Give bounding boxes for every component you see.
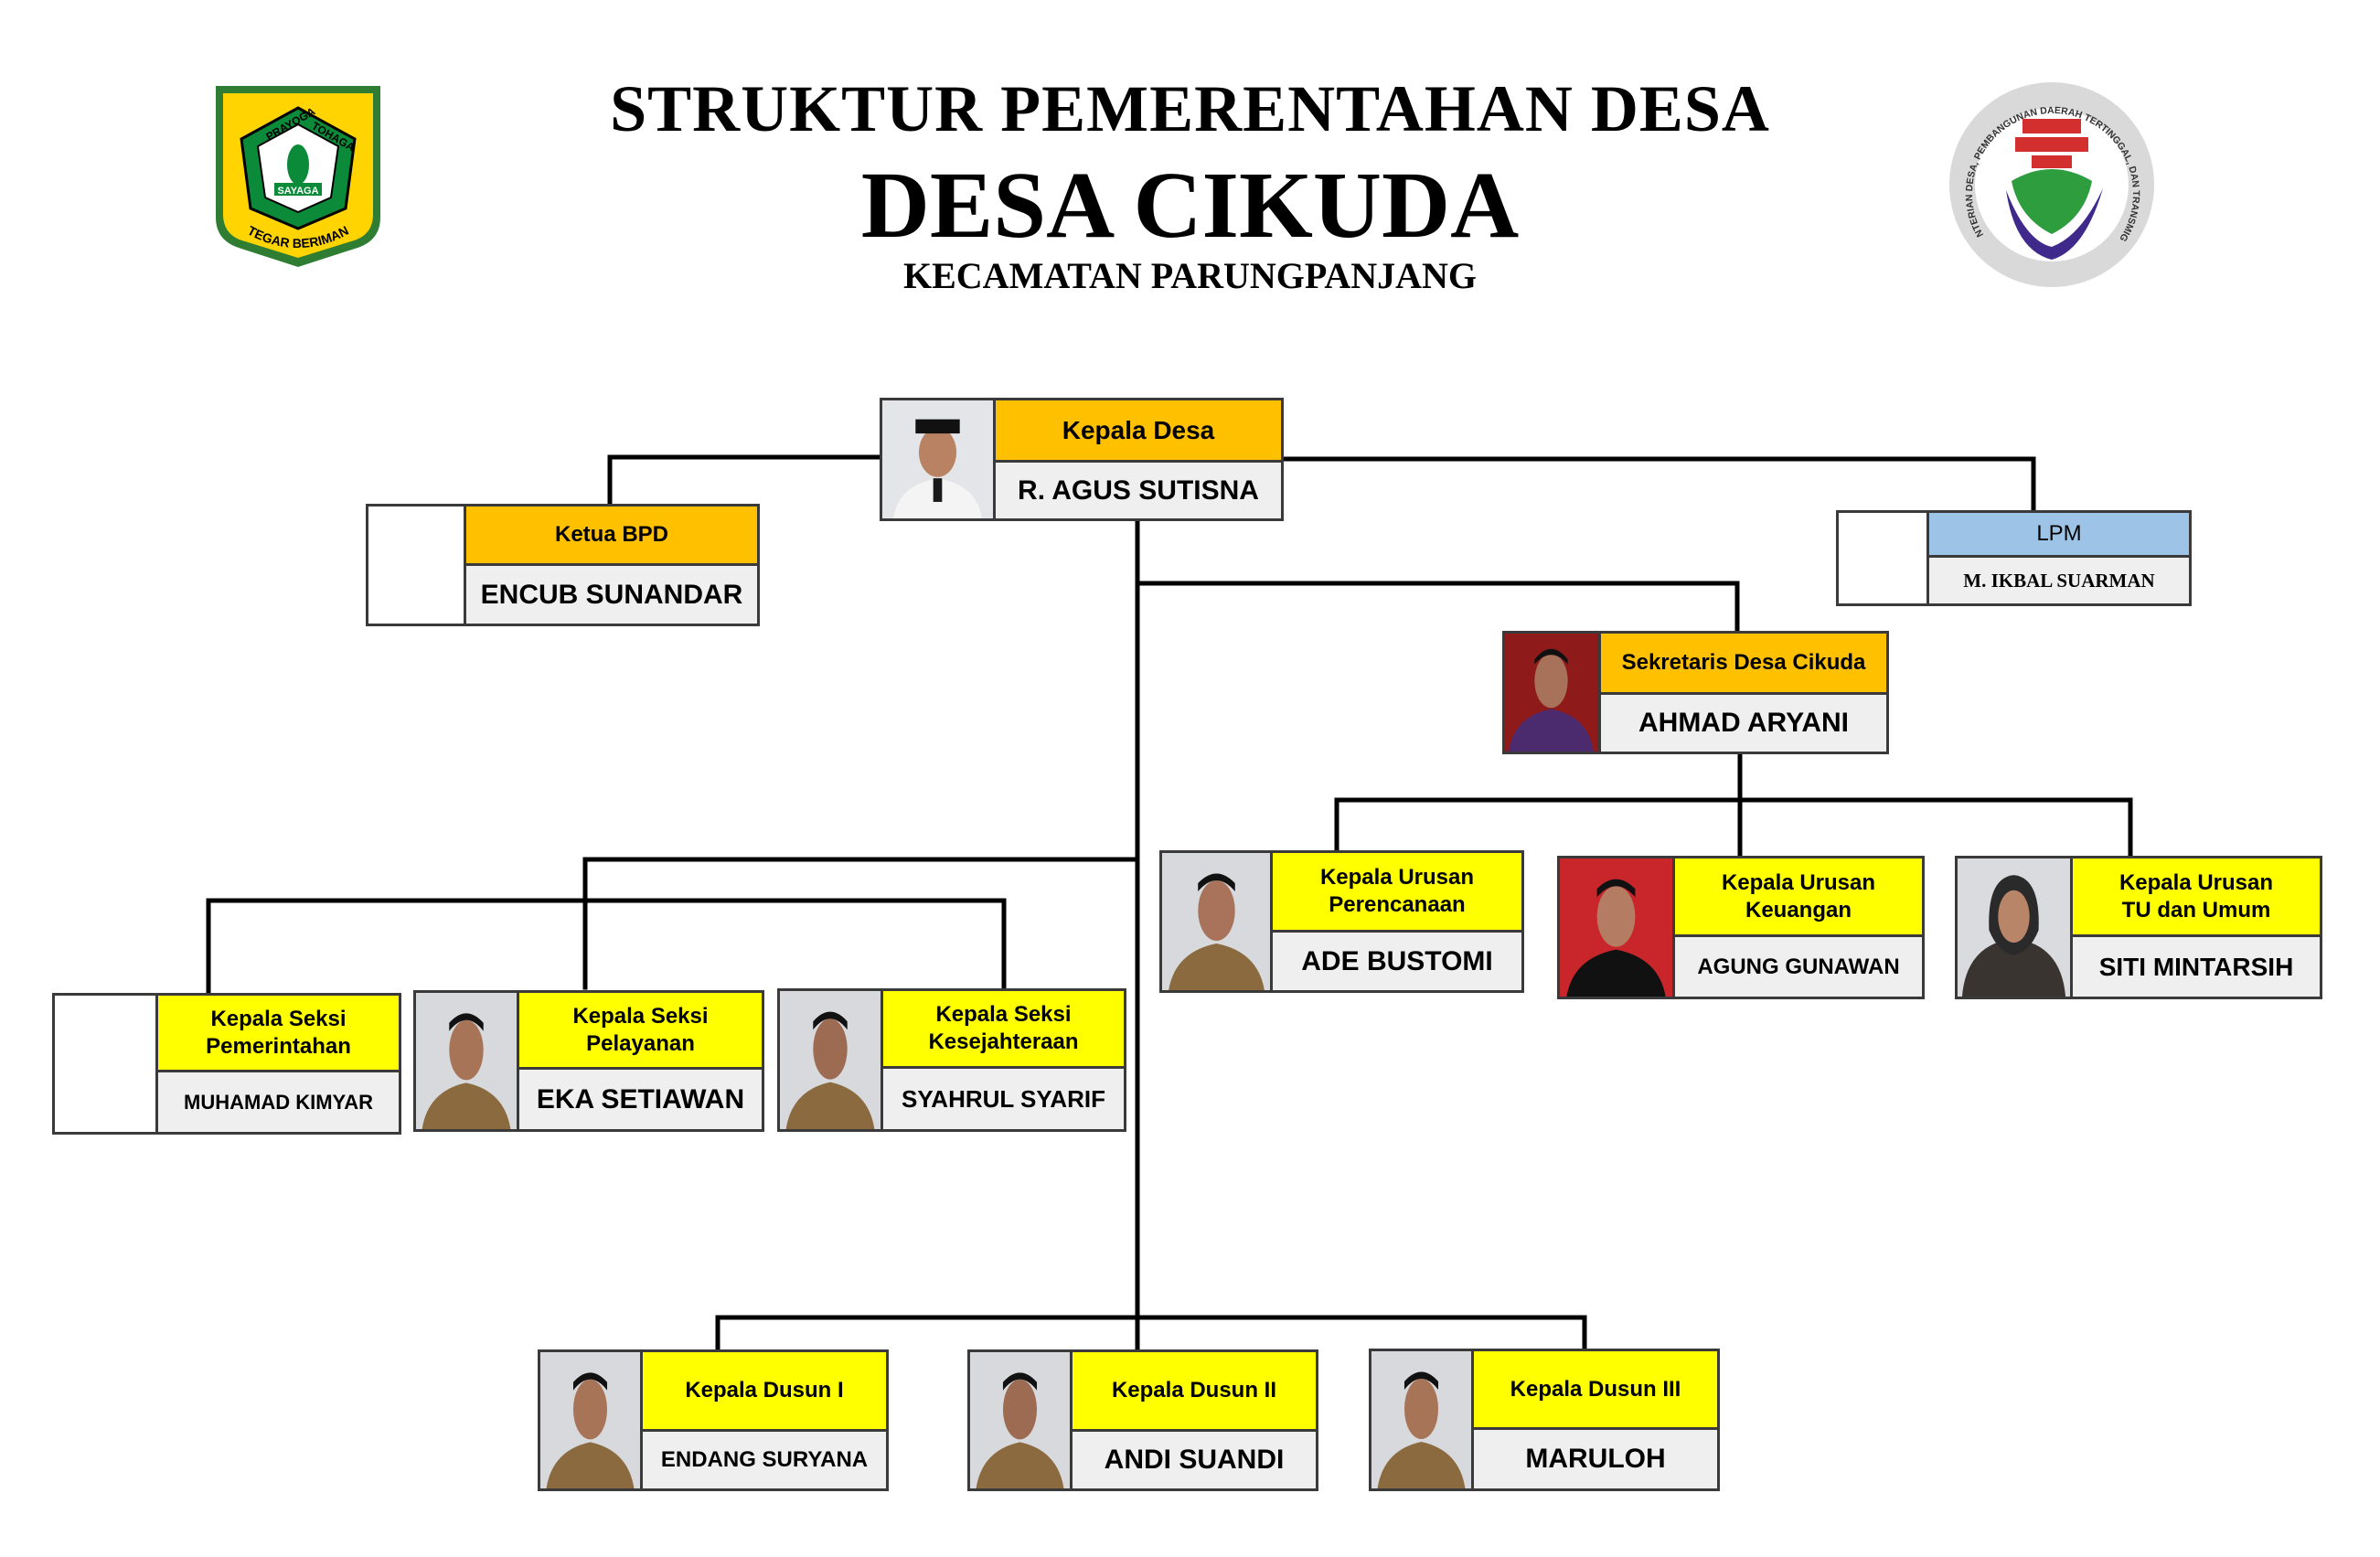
seksi-kesejahteraan-title: Kepala Seksi Kesejahteraan	[880, 988, 1126, 1069]
urusan-tu-umum-name: SITI MINTARSIH	[2070, 937, 2322, 999]
urusan-tu-umum-title: Kepala Urusan TU dan Umum	[2070, 856, 2322, 937]
dusun-3-photo	[1369, 1349, 1474, 1491]
urusan-keuangan-name: AGUNG GUNAWAN	[1672, 937, 1925, 999]
dusun-1-photo	[538, 1349, 643, 1491]
dusun-3-name: MARULOH	[1471, 1430, 1720, 1491]
dusun-2-name: ANDI SUANDI	[1070, 1432, 1318, 1491]
sekretaris-photo	[1502, 631, 1600, 754]
chart-title: STRUKTUR PEMERENTAHAN DESA	[610, 72, 1770, 145]
urusan-tu-umum-photo	[1955, 856, 2073, 999]
dusun-3-title: Kepala Dusun III	[1471, 1349, 1720, 1430]
district-subtitle: KECAMATAN PARUNGPANJANG	[903, 255, 1477, 296]
seksi-pemerintahan-name: MUHAMAD KIMYAR	[155, 1072, 401, 1135]
urusan-keuangan-photo	[1557, 856, 1675, 999]
ketua-bpd-title: Ketua BPD	[464, 504, 760, 566]
dusun-box: Kepala Dusun I ENDANG SURYANA	[538, 1349, 889, 1491]
ministry-village-emblem-icon: KEMENTERIAN DESA, PEMBANGUNAN DAERAH TER…	[1944, 72, 2156, 289]
seksi-box: Kepala Seksi Pelayanan EKA SETIAWAN	[413, 990, 764, 1132]
urusan-keuangan-title: Kepala Urusan Keuangan	[1672, 856, 1925, 937]
lpm-name: M. IKBAL SUARMAN	[1926, 558, 2192, 606]
kepala-desa-box: Kepala Desa R. AGUS SUTISNA	[880, 398, 1284, 521]
dusun-box: Kepala Dusun III MARULOH	[1369, 1349, 1720, 1491]
sekretaris-title: Sekretaris Desa Cikuda	[1598, 631, 1889, 695]
urusan-box: Kepala Urusan TU dan Umum SITI MINTARSIH	[1955, 856, 2322, 999]
seksi-pelayanan-name: EKA SETIAWAN	[517, 1070, 764, 1132]
lpm-photo-placeholder	[1836, 510, 1929, 606]
seksi-box: Kepala Seksi Pemerintahan MUHAMAD KIMYAR	[52, 993, 401, 1135]
seksi-kesejahteraan-photo	[777, 988, 883, 1132]
urusan-perencanaan-photo	[1159, 850, 1274, 993]
ketua-bpd-photo-placeholder	[366, 504, 466, 626]
seksi-pelayanan-photo	[413, 990, 519, 1132]
seksi-box: Kepala Seksi Kesejahteraan SYAHRUL SYARI…	[777, 988, 1126, 1132]
lpm-title: LPM	[1926, 510, 2192, 558]
ketua-bpd-box: Ketua BPD ENCUB SUNANDAR	[366, 504, 760, 626]
urusan-perencanaan-name: ADE BUSTOMI	[1270, 933, 1524, 993]
urusan-box: Kepala Urusan Keuangan AGUNG GUNAWAN	[1557, 856, 1925, 999]
seksi-pemerintahan-title: Kepala Seksi Pemerintahan	[155, 993, 401, 1072]
dusun-2-title: Kepala Dusun II	[1070, 1349, 1318, 1432]
sekretaris-box: Sekretaris Desa Cikuda AHMAD ARYANI	[1502, 631, 1889, 754]
kepala-desa-photo	[880, 398, 996, 521]
dusun-1-title: Kepala Dusun I	[640, 1349, 889, 1432]
dusun-1-name: ENDANG SURYANA	[640, 1432, 889, 1491]
dusun-2-photo	[967, 1349, 1073, 1491]
seksi-pelayanan-title: Kepala Seksi Pelayanan	[517, 990, 764, 1070]
ketua-bpd-name: ENCUB SUNANDAR	[464, 566, 760, 626]
svg-text:SAYAGA: SAYAGA	[277, 186, 318, 197]
kepala-desa-name: R. AGUS SUTISNA	[993, 463, 1284, 521]
dusun-box: Kepala Dusun II ANDI SUANDI	[967, 1349, 1318, 1491]
bogor-regency-emblem-icon: SAYAGA PRAYOGA TOHAGA TEGAR BERIMAN	[208, 80, 388, 269]
urusan-box: Kepala Urusan Perencanaan ADE BUSTOMI	[1159, 850, 1524, 993]
kepala-desa-title: Kepala Desa	[993, 398, 1284, 463]
seksi-pemerintahan-photo-placeholder	[52, 993, 158, 1135]
seksi-kesejahteraan-name: SYAHRUL SYARIF	[880, 1069, 1126, 1132]
village-title: DESA CIKUDA	[860, 153, 1520, 258]
sekretaris-name: AHMAD ARYANI	[1598, 695, 1889, 754]
urusan-perencanaan-title: Kepala Urusan Perencanaan	[1270, 850, 1524, 933]
lpm-box: LPM M. IKBAL SUARMAN	[1836, 510, 2192, 606]
